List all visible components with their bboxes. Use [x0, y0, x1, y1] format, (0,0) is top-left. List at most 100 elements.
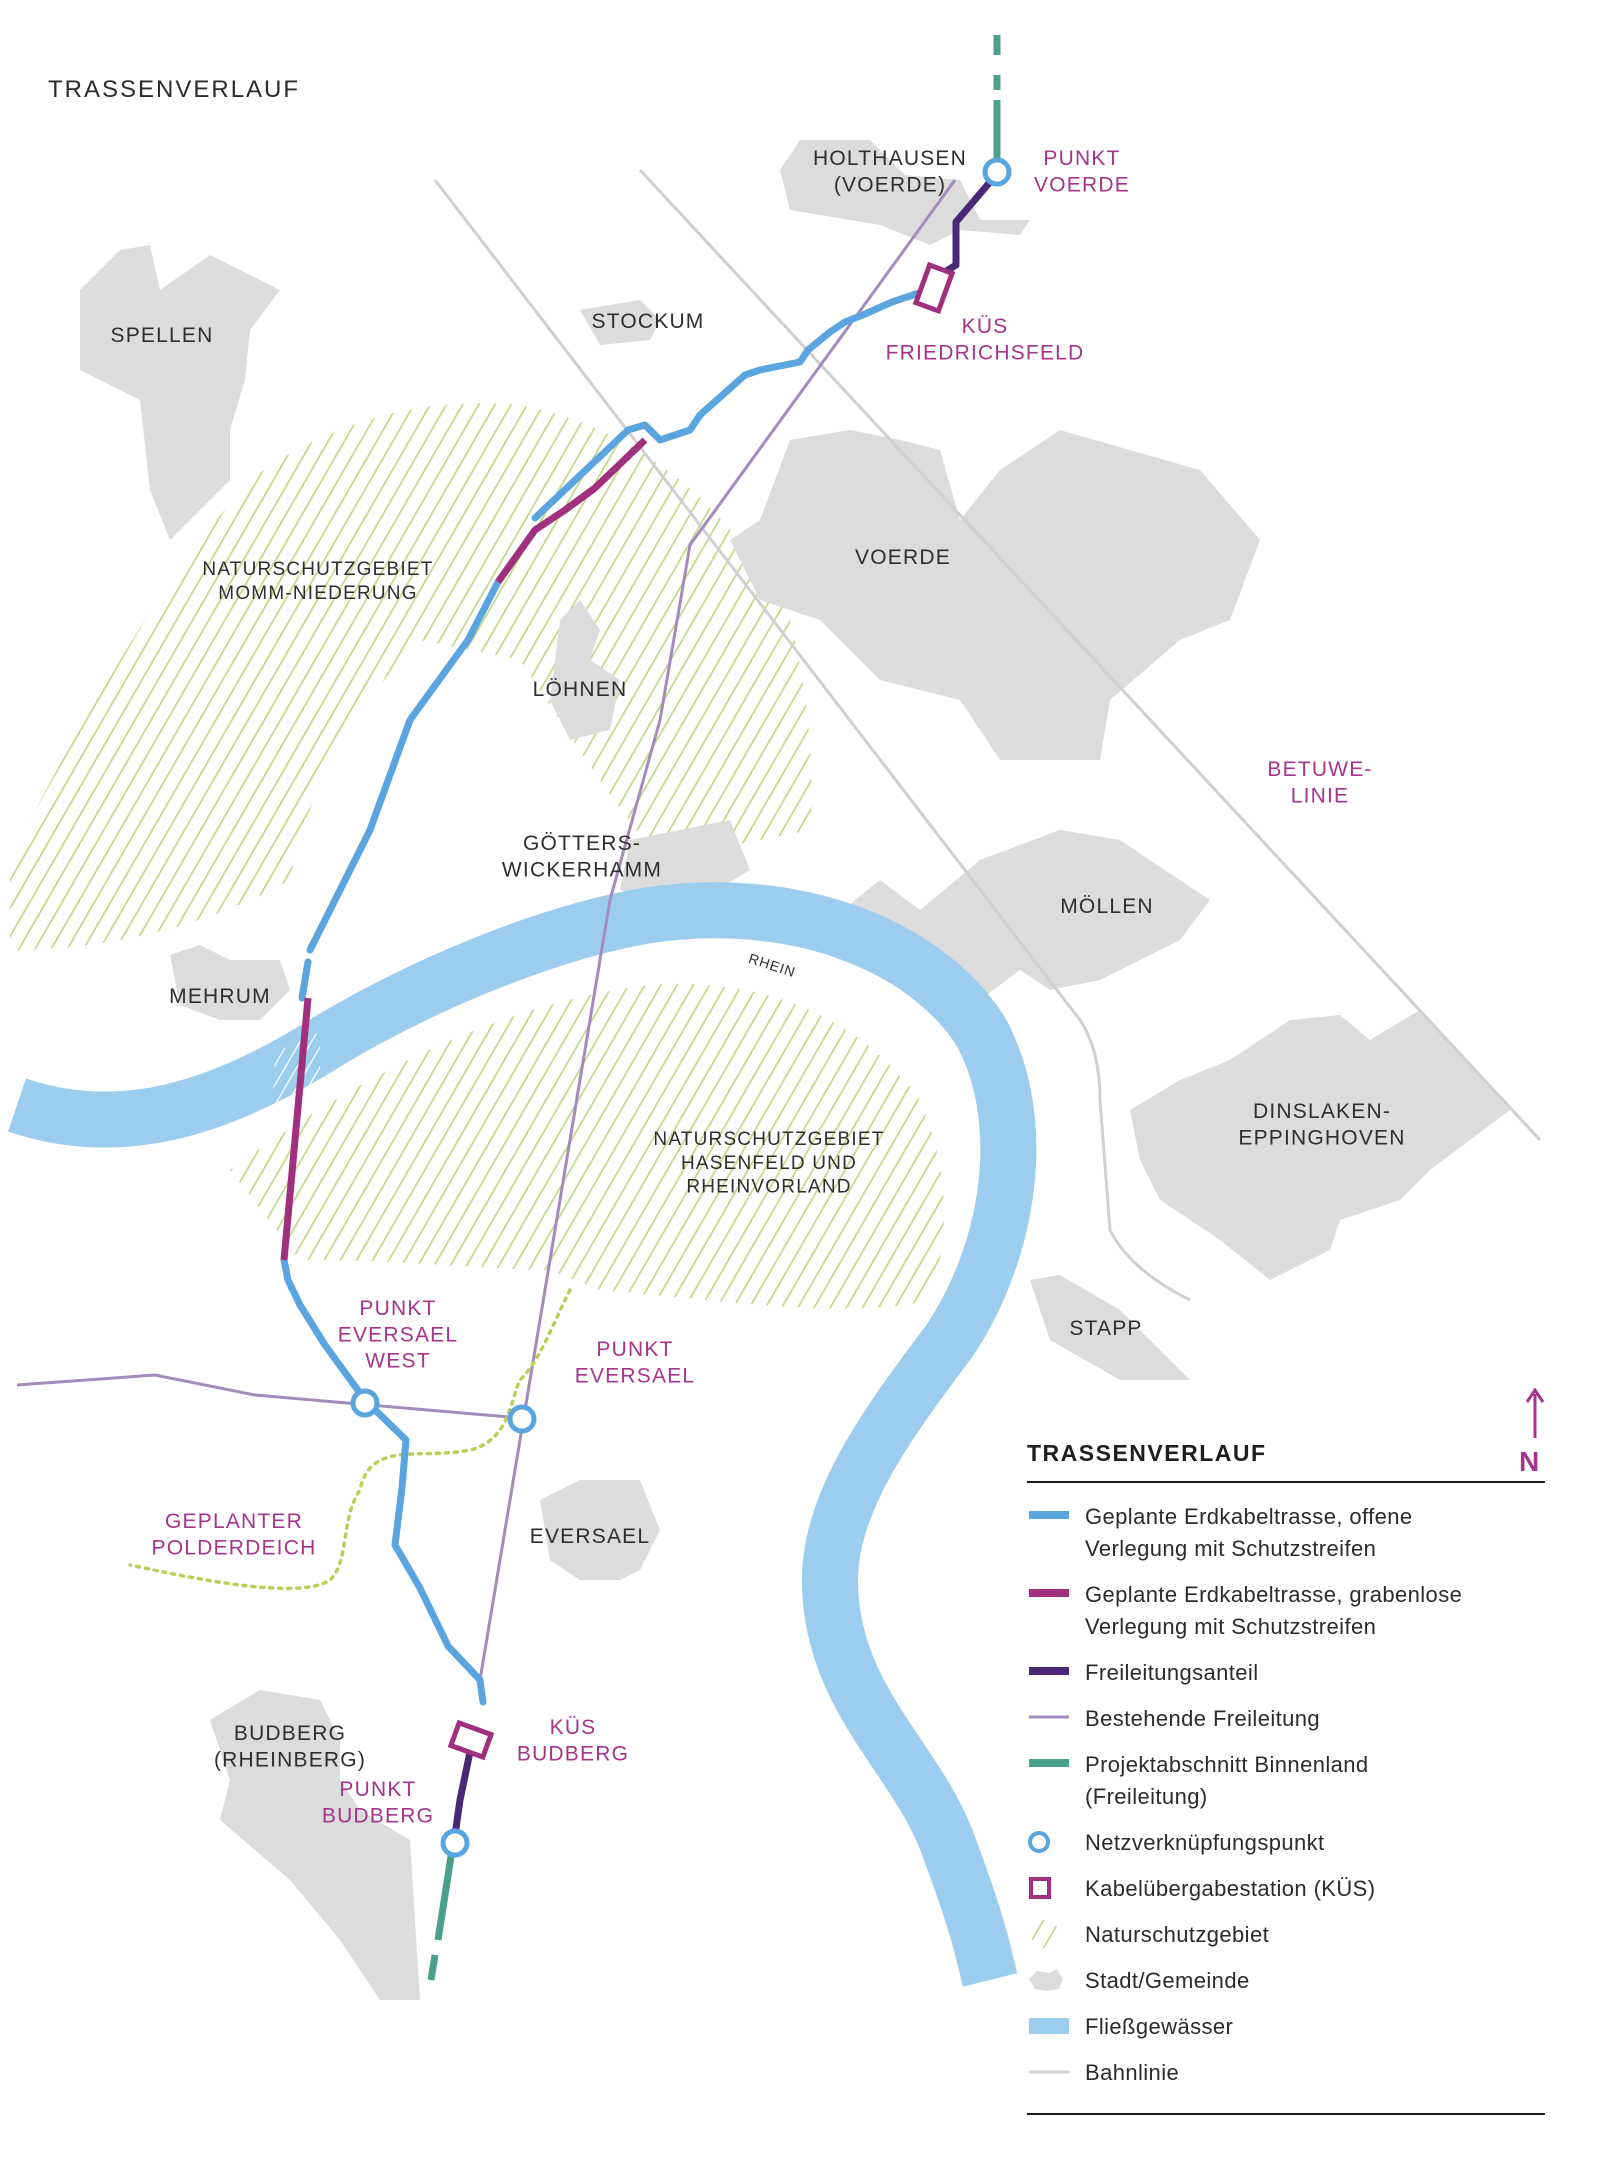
nature-reserve-icon: [1031, 1920, 1059, 1948]
legend-item: Naturschutzgebiet: [1027, 1919, 1545, 1965]
town-area-dinslaken: [1130, 1010, 1510, 1280]
legend-item: Freileitungsanteil: [1027, 1657, 1545, 1703]
map-labels: HOLTHAUSEN(VOERDE) SPELLEN STOCKUM VOERD…: [111, 147, 1405, 1827]
existing-overhead-line-east-west: [16, 1373, 521, 1420]
town-icon: [1029, 1969, 1063, 1991]
railways: [433, 168, 1542, 1302]
label-voerde: VOERDE: [855, 546, 951, 569]
legend-item: Netzverknüpfungspunkt: [1027, 1827, 1545, 1873]
grid-connection-point-icon: [1028, 1831, 1050, 1853]
planned-open-cable-route: [280, 288, 926, 1706]
north-label: N: [1519, 1446, 1540, 1477]
legend-text: Bestehende Freileitung: [1085, 1706, 1321, 1731]
planned-polder-dike: [128, 1288, 572, 1591]
town-area-goetters: [620, 820, 750, 900]
label-dinslaken: DINSLAKEN-EPPINGHOVEN: [1238, 1100, 1405, 1149]
legend-item: Bestehende Freileitung: [1027, 1703, 1545, 1749]
label-goetters: GÖTTERS-WICKERHAMM: [502, 832, 662, 881]
legend-list: Geplante Erdkabeltrasse, offene Verlegun…: [1027, 1483, 1545, 2115]
legend-item: Bahnlinie: [1027, 2057, 1545, 2103]
overhead-part-line-icon: [1029, 1667, 1069, 1675]
label-spellen: SPELLEN: [111, 324, 214, 347]
town-area-holthausen: [780, 140, 1030, 245]
cable-transfer-station-icon: [1029, 1877, 1051, 1899]
map-legend: TRASSENVERLAUF Geplante Erdkabeltrasse, …: [1027, 1440, 1545, 2115]
nature-reserve-hasenfeld: [230, 983, 944, 1309]
north-arrow-icon: [1525, 1388, 1545, 1438]
inland-line-south: [427, 1849, 456, 1981]
label-loehnen: LÖHNEN: [533, 678, 628, 701]
legend-title: TRASSENVERLAUF: [1027, 1440, 1545, 1483]
town-area-stapp: [1030, 1275, 1190, 1380]
existing-overhead-line-icon: [1029, 1715, 1069, 1719]
trenchless-line-north: [495, 437, 648, 585]
railway-line-west: [433, 179, 1191, 1302]
kues-friedrichsfeld-station: [912, 261, 956, 315]
trenchless-cable-lines: [280, 437, 648, 1261]
town-area-spellen: [80, 245, 280, 540]
river-rhine: [8, 882, 1037, 1987]
grid-point-eversael: [507, 1404, 537, 1434]
legend-text: Bahnlinie: [1085, 2060, 1180, 2085]
legend-text: Stadt/Gemeinde: [1085, 1968, 1250, 1993]
existing-overhead-lines: [16, 179, 957, 1681]
legend-item: Projektabschnitt Binnenland (Freileitung…: [1027, 1749, 1545, 1827]
label-stockum: STOCKUM: [591, 310, 704, 333]
legend-item: Fließgewässer: [1027, 2011, 1545, 2057]
legend-text: Kabelübergabestation (KÜS): [1085, 1876, 1376, 1901]
inland-section-lines: [427, 35, 1001, 1981]
town-area-mehrum: [170, 945, 290, 1020]
label-holthausen: HOLTHAUSEN(VOERDE): [813, 147, 967, 196]
town-area-voerde: [730, 430, 1260, 760]
railway-line-betuwe: [638, 168, 1542, 1142]
label-river-rhine: RHEIN: [747, 950, 798, 980]
page-title: TRASSENVERLAUF: [48, 76, 301, 103]
label-eversael: EVERSAEL: [530, 1525, 651, 1548]
towns-layer: [80, 140, 1510, 2000]
label-mehrum: MEHRUM: [169, 985, 271, 1008]
grid-points: [350, 157, 1012, 1858]
legend-item: Geplante Erdkabeltrasse, grabenlose Verl…: [1027, 1579, 1545, 1657]
grid-point-budberg: [440, 1828, 470, 1858]
kues-budberg-station: [447, 1719, 495, 1761]
legend-text: Projektabschnitt Binnenland (Freileitung…: [1085, 1752, 1369, 1809]
legend-item: Geplante Erdkabeltrasse, offene Verlegun…: [1027, 1501, 1545, 1579]
trenchless-cable-line-icon: [1029, 1589, 1069, 1597]
legend-text: Geplante Erdkabeltrasse, offene Verlegun…: [1085, 1504, 1413, 1561]
label-moellen: MÖLLEN: [1060, 895, 1154, 918]
legend-text: Naturschutzgebiet: [1085, 1922, 1270, 1947]
legend-item: Kabelübergabestation (KÜS): [1027, 1873, 1545, 1919]
railway-icon: [1029, 2070, 1069, 2074]
legend-item: Stadt/Gemeinde: [1027, 1965, 1545, 2011]
overhead-part-south: [451, 1751, 474, 1836]
label-stapp: STAPP: [1069, 1317, 1142, 1340]
town-area-budberg: [210, 1690, 420, 2000]
legend-text: Fließgewässer: [1085, 2014, 1234, 2039]
open-cable-line-icon: [1029, 1511, 1069, 1519]
label-betuwe: BETUWE-LINIE: [1267, 758, 1372, 807]
waterway-icon: [1029, 2018, 1069, 2034]
town-area-stockum: [580, 300, 660, 345]
town-area-eversael: [540, 1480, 660, 1580]
cable-transfer-stations: [447, 261, 956, 1761]
town-area-loehnen: [550, 600, 620, 740]
label-budberg: BUDBERG(RHEINBERG): [214, 1722, 366, 1771]
grid-point-eversael-west: [350, 1388, 380, 1418]
nature-reserve-momm: [10, 402, 812, 950]
trenchless-line-river: [280, 997, 312, 1261]
river-hatch-crossing: [272, 1032, 320, 1125]
existing-overhead-line-north-south: [478, 179, 957, 1681]
legend-text: Geplante Erdkabeltrasse, grabenlose Verl…: [1085, 1582, 1463, 1639]
inland-section-line-icon: [1029, 1759, 1069, 1767]
legend-text: Freileitungsanteil: [1085, 1660, 1259, 1685]
